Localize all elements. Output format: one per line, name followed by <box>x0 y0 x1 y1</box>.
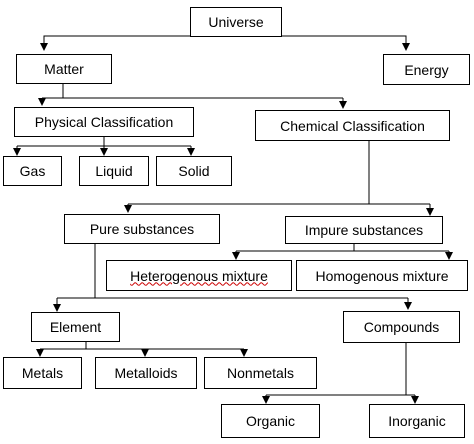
node-label: Gas <box>19 163 46 179</box>
node-pure-substances: Pure substances <box>64 214 220 244</box>
node-homogenous-mixture: Homogenous mixture <box>296 260 468 291</box>
node-label: Pure substances <box>89 221 195 237</box>
node-label: Organic <box>245 413 296 429</box>
node-label: Compounds <box>363 319 440 335</box>
node-compounds: Compounds <box>343 311 460 343</box>
node-chemical-classification: Chemical Classification <box>255 110 450 141</box>
node-gas: Gas <box>3 156 62 186</box>
node-solid: Solid <box>156 156 232 186</box>
node-universe: Universe <box>190 7 282 37</box>
node-matter: Matter <box>16 54 112 84</box>
node-metalloids: Metalloids <box>95 357 197 389</box>
node-label: Heterogenous mixture <box>130 267 268 284</box>
node-physical-classification: Physical Classification <box>14 107 194 137</box>
node-label: Inorganic <box>388 413 446 429</box>
node-label: Metalloids <box>114 365 178 381</box>
node-label: Universe <box>208 14 264 30</box>
node-label: Chemical Classification <box>280 117 425 134</box>
node-impure-substances: Impure substances <box>285 216 443 244</box>
node-metals: Metals <box>3 357 82 389</box>
node-liquid: Liquid <box>79 156 149 186</box>
node-heterogenous-mixture: Heterogenous mixture <box>106 260 292 291</box>
node-energy: Energy <box>383 54 470 85</box>
node-label: Impure substances <box>304 222 424 238</box>
node-element: Element <box>31 312 120 342</box>
node-label: Metals <box>21 365 64 381</box>
node-label: Liquid <box>95 163 133 179</box>
node-label: Solid <box>178 163 210 179</box>
node-label: Element <box>49 319 102 335</box>
node-label: Energy <box>404 61 449 78</box>
node-organic: Organic <box>221 404 320 438</box>
node-nonmetals: Nonmetals <box>204 357 317 389</box>
node-label: Physical Classification <box>34 114 174 130</box>
node-label: Matter <box>44 61 84 77</box>
node-inorganic: Inorganic <box>369 404 465 438</box>
node-label: Nonmetals <box>227 365 294 381</box>
node-label: Homogenous mixture <box>315 267 449 284</box>
